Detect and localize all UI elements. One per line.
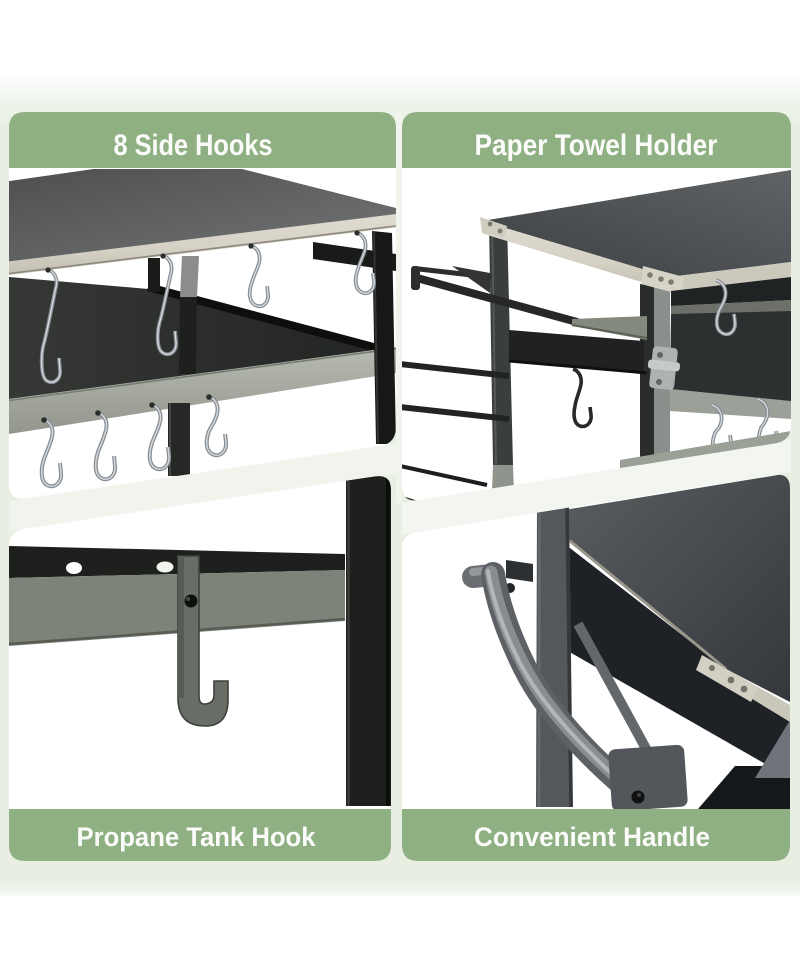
svg-text:Convenient Handle: Convenient Handle <box>474 822 710 852</box>
svg-text:Paper Towel Holder: Paper Towel Holder <box>475 129 718 162</box>
svg-text:8 Side Hooks: 8 Side Hooks <box>114 129 273 162</box>
svg-text:Propane Tank Hook: Propane Tank Hook <box>77 822 317 852</box>
